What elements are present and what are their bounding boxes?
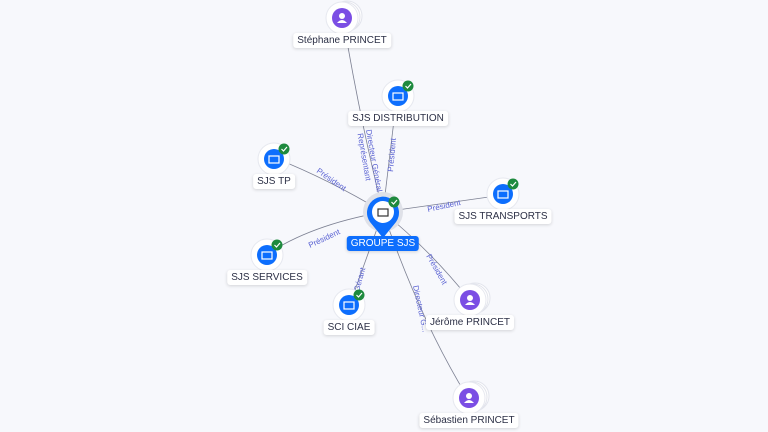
verified-check-icon <box>402 80 414 92</box>
verified-check-icon <box>353 289 365 301</box>
person-icon <box>464 393 474 403</box>
person-icon <box>465 295 475 305</box>
node-1[interactable] <box>381 79 415 113</box>
node-7[interactable] <box>452 380 490 415</box>
building-icon <box>268 155 280 164</box>
node-label[interactable]: SJS DISTRIBUTION <box>348 111 448 126</box>
building-icon <box>343 301 355 310</box>
node-label[interactable]: SJS TP <box>253 174 295 189</box>
edge-label-distribution: Président <box>386 137 398 172</box>
edge-transports <box>382 194 504 213</box>
building-icon <box>497 190 509 199</box>
node-3[interactable] <box>486 177 520 211</box>
node-5[interactable] <box>332 288 366 322</box>
node-label[interactable]: SJS TRANSPORTS <box>454 209 552 224</box>
edge-label-sci: Gérant <box>352 266 367 293</box>
node-label[interactable]: Stéphane PRINCET <box>293 33 391 48</box>
node-0[interactable] <box>325 0 363 35</box>
verified-check-icon <box>271 239 283 251</box>
edge-label-services: Président <box>307 227 342 250</box>
building-icon <box>377 208 389 217</box>
verified-check-icon <box>278 143 290 155</box>
edge-label-stephane: Directeur Général Représentant <box>355 129 384 195</box>
center-node[interactable] <box>363 192 403 238</box>
node-2[interactable] <box>257 142 291 176</box>
building-icon <box>261 251 273 260</box>
node-label[interactable]: Jérôme PRINCET <box>425 315 515 330</box>
building-icon <box>392 92 404 101</box>
person-icon <box>337 13 347 23</box>
edge-label-jerome: Président <box>424 253 449 287</box>
node-6[interactable] <box>453 282 491 317</box>
center-node-label[interactable]: GROUPE SJS <box>346 236 420 251</box>
node-label[interactable]: SJS SERVICES <box>227 270 307 285</box>
node-label[interactable]: SCI CIAE <box>323 320 375 335</box>
edge-label-tp: Président <box>315 166 348 193</box>
verified-check-icon <box>507 178 519 190</box>
node-label[interactable]: Sébastien PRINCET <box>419 413 519 428</box>
node-4[interactable] <box>250 238 284 272</box>
